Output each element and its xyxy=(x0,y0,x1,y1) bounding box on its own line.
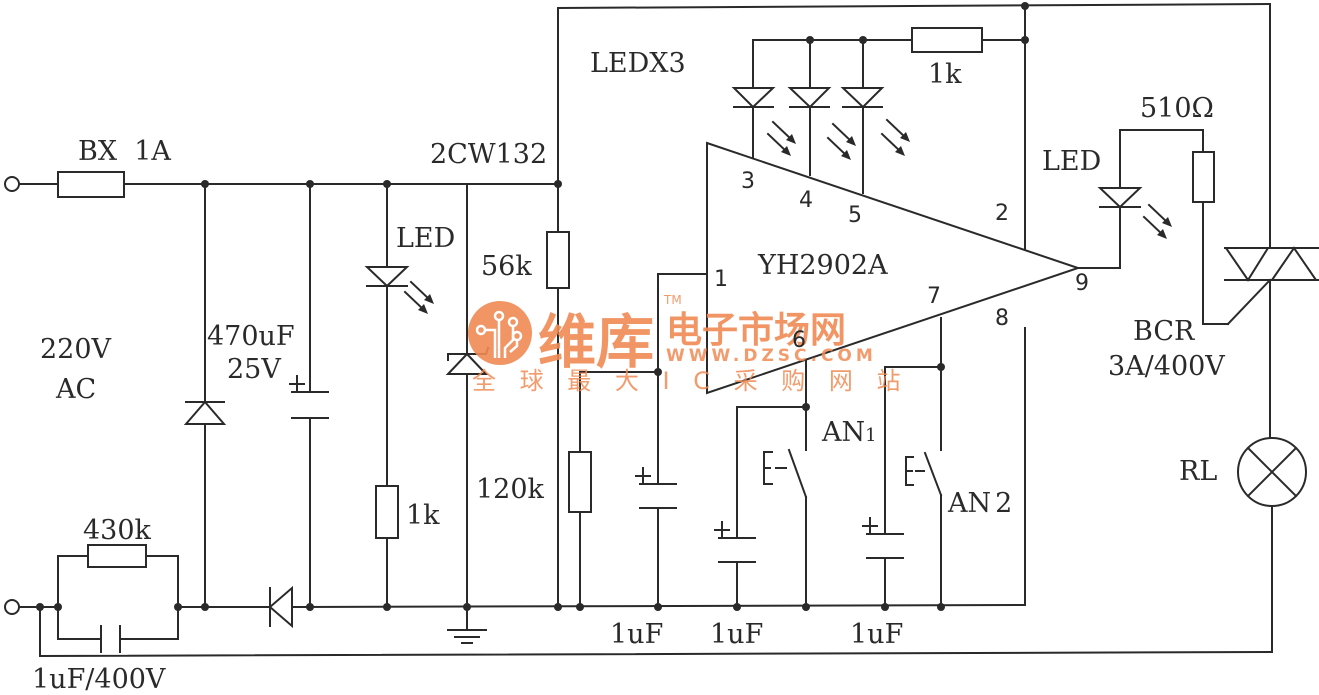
output-led-label: LED xyxy=(1042,146,1101,177)
filter-cap-label: 470uF xyxy=(207,321,295,352)
watermark-brand: 维库 xyxy=(538,308,654,376)
r120k-label: 120k xyxy=(476,474,545,505)
supply-voltage-label: 220V xyxy=(40,334,112,365)
resistor-1k-led-symbol xyxy=(375,485,399,539)
ic-yh2902a-symbol xyxy=(706,141,1082,395)
ic-name-label: YH2902A xyxy=(757,250,888,281)
power-led-symbol xyxy=(364,266,434,314)
switch1-label: AN1 xyxy=(821,417,877,448)
cap1-label: 1uF xyxy=(610,619,663,650)
push-switch-an2-symbol xyxy=(905,451,943,497)
r56k-label: 56k xyxy=(481,251,532,282)
pin-9-label: 9 xyxy=(1075,271,1089,296)
capacitor-470uf-symbol xyxy=(289,375,329,419)
watermark: 维库 TM 电子市场网 WWW.DZSC.COM 全 球 最 大 I C 采 购… xyxy=(468,293,909,395)
triac-label: BCR xyxy=(1133,316,1195,347)
led-array-resistor-label: 1k xyxy=(928,59,962,90)
watermark-tm: TM xyxy=(663,293,682,307)
labels: BX 1A 220V AC 470uF 25V 2CW132 LED 1k 56… xyxy=(32,48,1225,695)
ac-terminal-bottom xyxy=(4,599,20,615)
push-switch-an1-symbol xyxy=(763,448,808,499)
capacitor-dropper-symbol xyxy=(100,625,121,653)
gate-resistor-label: 510Ω xyxy=(1140,93,1214,124)
capacitor-1uf-3-symbol xyxy=(862,517,904,559)
pin-3-label: 3 xyxy=(741,169,755,194)
dropper-cap-label: 1uF/400V xyxy=(32,664,166,695)
ic-pin-labels: 1 2 3 4 5 6 7 8 9 xyxy=(714,169,1089,353)
led-resistor-label: 1k xyxy=(406,500,440,531)
pin-6-label: 6 xyxy=(792,328,806,353)
zener-label: 2CW132 xyxy=(430,139,547,170)
triac-rating-label: 3A/400V xyxy=(1108,351,1225,382)
diode-horizontal-symbol xyxy=(267,585,301,629)
dropper-resistor-label: 430k xyxy=(83,515,152,546)
led-array-symbol xyxy=(731,87,910,160)
supply-type-label: AC xyxy=(55,374,96,405)
load-label: RL xyxy=(1179,456,1217,487)
power-led-label: LED xyxy=(396,223,455,254)
ac-terminal-top xyxy=(4,176,20,192)
triac-symbol xyxy=(1224,189,1319,282)
wires xyxy=(19,2,1274,658)
pin-2-label: 2 xyxy=(995,201,1009,226)
watermark-slogan-top: 电子市场网 xyxy=(666,310,846,351)
pin-8-label: 8 xyxy=(995,306,1009,331)
capacitor-1uf-1-symbol xyxy=(635,467,677,509)
pin-4-label: 4 xyxy=(799,188,813,213)
resistor-120k-symbol xyxy=(568,451,592,513)
filter-cap-voltage-label: 25V xyxy=(227,354,281,385)
junctions xyxy=(36,2,1029,611)
fuse-symbol xyxy=(57,171,125,198)
resistor-510ohm-symbol xyxy=(1192,151,1215,203)
output-led-symbol xyxy=(1097,187,1172,239)
diode-vertical-symbol xyxy=(183,400,227,425)
watermark-url: WWW.DZSC.COM xyxy=(666,346,877,366)
resistor-430k-symbol xyxy=(87,544,147,568)
led-array-label: LEDX3 xyxy=(590,48,686,79)
cap3-label: 1uF xyxy=(850,619,903,650)
pin-7-label: 7 xyxy=(927,284,941,309)
pin-5-label: 5 xyxy=(848,203,862,228)
ground-symbol xyxy=(447,629,487,644)
pin-1-label: 1 xyxy=(714,267,728,292)
resistor-56k-symbol xyxy=(546,231,570,289)
fuse-label: BX 1A xyxy=(78,136,171,167)
capacitor-1uf-2-symbol xyxy=(714,521,756,563)
lamp-symbol xyxy=(1237,437,1307,511)
watermark-slogan-bottom: 全 球 最 大 I C 采 购 网 站 xyxy=(472,367,909,395)
resistor-1k-array-symbol xyxy=(911,27,983,53)
cap2-label: 1uF xyxy=(710,619,763,650)
